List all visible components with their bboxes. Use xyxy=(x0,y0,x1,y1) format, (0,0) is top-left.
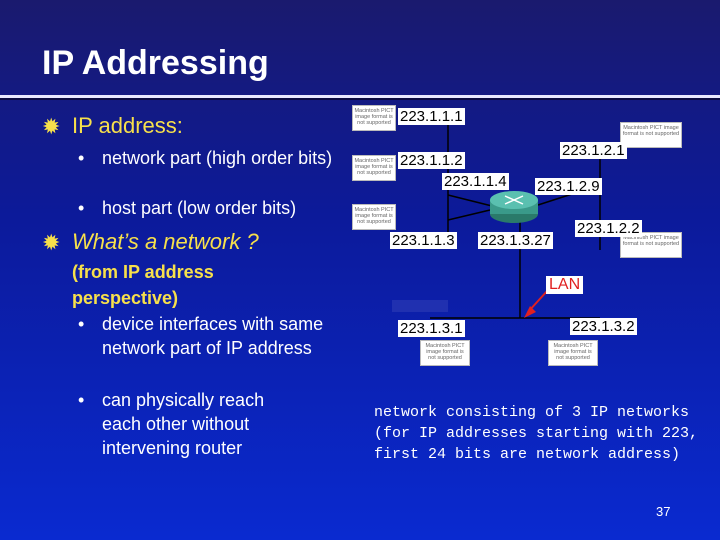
ip-label-223-1-1-3: 223.1.1.3 xyxy=(390,232,457,249)
ip-label-223-1-3-27: 223.1.3.27 xyxy=(478,232,553,249)
sub-bullet-dot-icon: • xyxy=(78,390,85,410)
sub-bullet-device-interfaces: • device interfaces with same network pa… xyxy=(78,312,328,360)
sub-bullet-network-part-text: network part (high order bits) xyxy=(102,148,333,168)
host-image-7: Macintosh PICT image format is not suppo… xyxy=(548,340,598,366)
link-lan1-router xyxy=(447,209,491,221)
sub-bullet-physically-reach: • can physically reach each other withou… xyxy=(78,388,308,460)
ip-label-223-1-3-2: 223.1.3.2 xyxy=(570,318,637,335)
bullet-symbol-icon: ✹ xyxy=(42,230,61,255)
ip-label-223-1-2-2: 223.1.2.2 xyxy=(575,220,642,237)
network-perspective-note: (from IP address perspective) xyxy=(72,262,214,308)
bullet-ip-address-text: IP address: xyxy=(72,113,183,138)
sub-bullet-dot-icon: • xyxy=(78,314,85,334)
lan-label: LAN xyxy=(546,276,584,294)
sub-bullet-host-part-text: host part (low order bits) xyxy=(102,198,297,218)
sub-bullet-physically-reach-text: can physically reach each other without … xyxy=(102,390,265,458)
sub-bullet-dot-icon: • xyxy=(78,198,85,218)
bullet-symbol-icon: ✹ xyxy=(42,114,61,139)
router-icon xyxy=(504,195,524,205)
bullet-whats-a-network-text: What’s a network ? xyxy=(72,229,259,254)
sub-bullet-host-part: • host part (low order bits) xyxy=(78,196,348,220)
host-image-1: Macintosh PICT image format is not suppo… xyxy=(352,105,396,131)
sub-bullet-dot-icon: • xyxy=(78,148,85,168)
lan-3-highlight xyxy=(392,300,448,312)
sub-bullet-network-part: • network part (high order bits) xyxy=(78,146,338,170)
ip-label-223-1-2-9: 223.1.2.9 xyxy=(535,178,602,195)
caption-line-3: first 24 bits are network address) xyxy=(374,446,681,463)
ip-label-223-1-2-1: 223.1.2.1 xyxy=(560,142,627,159)
title-rule-shadow xyxy=(0,98,720,100)
caption-line-2: (for IP addresses starting with 223, xyxy=(374,425,699,442)
ip-label-223-1-1-1: 223.1.1.1 xyxy=(398,108,465,125)
sub-bullet-device-interfaces-text: device interfaces with same network part… xyxy=(102,314,324,358)
host-image-3: Macintosh PICT image format is not suppo… xyxy=(352,204,396,230)
title-rule xyxy=(0,95,720,98)
host-image-4: Macintosh PICT image format is not suppo… xyxy=(620,122,682,148)
ip-label-223-1-1-2: 223.1.1.2 xyxy=(398,152,465,169)
caption-line-1: network consisting of 3 IP networks xyxy=(374,404,690,421)
ip-label-223-1-1-4: 223.1.1.4 xyxy=(442,173,509,190)
host-image-6: Macintosh PICT image format is not suppo… xyxy=(420,340,470,366)
slide-title: IP Addressing xyxy=(42,44,269,82)
host-image-2: Macintosh PICT image format is not suppo… xyxy=(352,155,396,181)
diagram-caption: network consisting of 3 IP networks (for… xyxy=(374,402,698,465)
ip-label-223-1-3-1: 223.1.3.1 xyxy=(398,320,465,337)
page-number: 37 xyxy=(656,504,671,519)
lan-arrow-head xyxy=(524,306,536,318)
